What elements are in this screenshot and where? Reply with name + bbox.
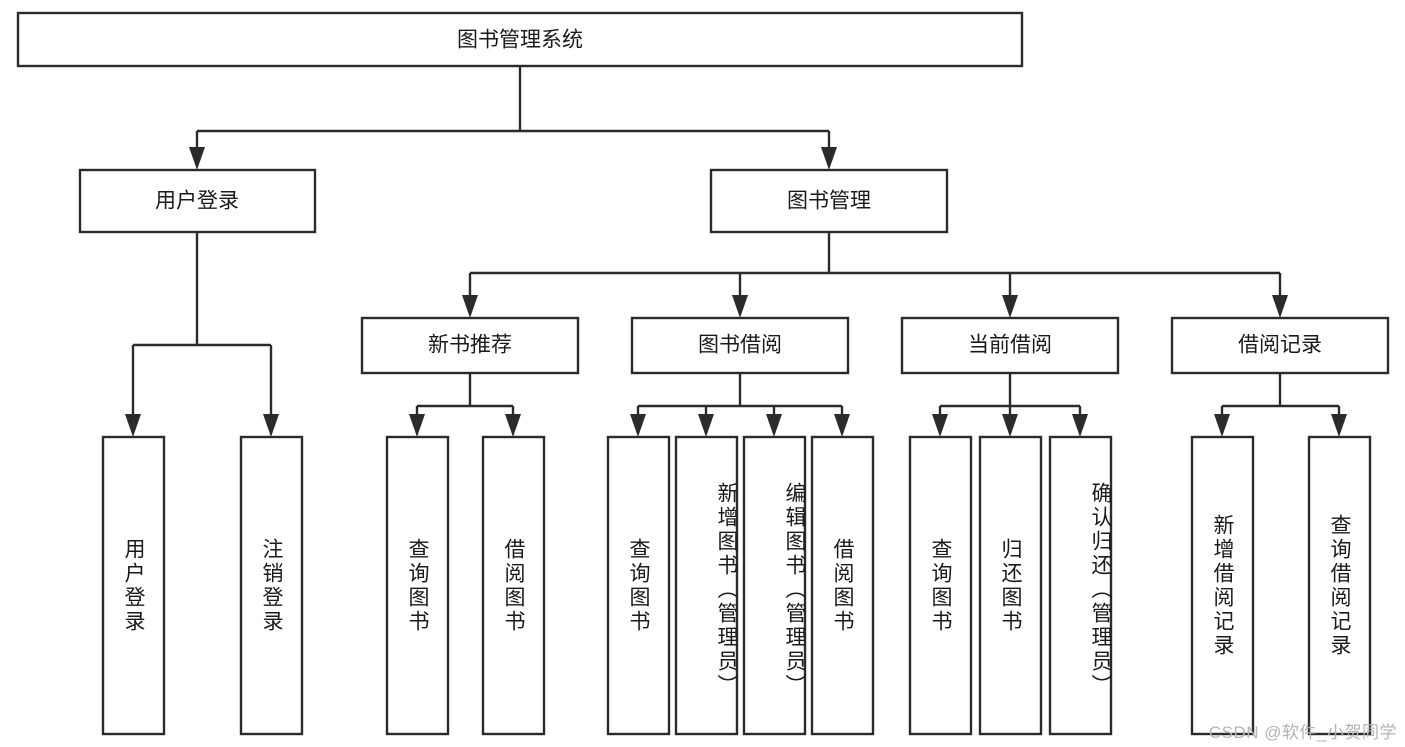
connector-group-user-login [125, 232, 279, 437]
arrowhead-current-leaf-2 [1002, 414, 1018, 437]
leaf-box-record-1[interactable] [1190, 435, 1255, 736]
arrowhead-book-to-l3-3 [1002, 295, 1018, 318]
arrowhead-newbook-leaf-2 [505, 414, 521, 437]
arrowhead-borrow-leaf-1 [630, 414, 646, 437]
arrowhead-current-leaf-1 [932, 414, 948, 437]
leaf-box-new-book-2[interactable] [481, 435, 546, 736]
connector-group-root [189, 66, 837, 170]
arrowhead-newbook-leaf-1 [409, 414, 425, 437]
leaf-box-borrow-2[interactable] [674, 435, 739, 736]
node-box-current-borrow[interactable] [900, 316, 1120, 375]
arrowhead-borrow-leaf-4 [834, 414, 850, 437]
arrowhead-borrow-leaf-3 [766, 414, 782, 437]
leaf-box-user-login-2[interactable] [239, 435, 304, 736]
arrowhead-book-to-l3-1 [462, 295, 478, 318]
leaf-box-borrow-4[interactable] [810, 435, 875, 736]
node-label-borrow-record: 借阅记录 [1238, 334, 1322, 357]
arrowhead-root-to-user [189, 147, 205, 170]
arrowhead-root-to-book [821, 147, 837, 170]
node-box-book-manage[interactable] [709, 168, 949, 234]
node-label-book-manage: 图书管理 [787, 190, 871, 213]
node-box-borrow-record[interactable] [1170, 316, 1390, 375]
node-box-book-borrow[interactable] [630, 316, 850, 375]
leaf-box-borrow-1[interactable] [606, 435, 671, 736]
leaf-box-borrow-3[interactable] [742, 435, 807, 736]
connector-group-book-manage [462, 232, 1288, 318]
arrowhead-record-leaf-1 [1214, 414, 1230, 437]
arrowhead-borrow-leaf-2 [698, 414, 714, 437]
connector-group-borrow-record [1214, 373, 1347, 437]
arrowhead-book-to-l3-4 [1272, 295, 1288, 318]
connector-group-book-borrow [630, 373, 850, 437]
arrowhead-user-leaf-2 [263, 414, 279, 437]
node-label-user-login: 用户登录 [155, 190, 239, 213]
arrowhead-book-to-l3-2 [732, 295, 748, 318]
node-box-user-login[interactable] [78, 168, 317, 234]
leaf-box-current-3[interactable] [1048, 435, 1113, 736]
node-label-root: 图书管理系统 [457, 29, 583, 52]
node-label-new-book-recommend: 新书推荐 [428, 334, 512, 357]
watermark-text: CSDN @软件_小贺同学 [1208, 723, 1397, 742]
connector-group-current-borrow [932, 373, 1088, 437]
leaf-box-current-2[interactable] [978, 435, 1043, 736]
leaf-box-new-book-1[interactable] [385, 435, 450, 736]
arrowhead-current-leaf-3 [1072, 414, 1088, 437]
node-label-book-borrow: 图书借阅 [698, 334, 782, 357]
leaf-box-current-1[interactable] [908, 435, 973, 736]
leaf-box-record-2[interactable] [1307, 435, 1372, 736]
leaf-box-user-login-1[interactable] [101, 435, 166, 736]
arrowhead-user-leaf-1 [125, 414, 141, 437]
arrowhead-record-leaf-2 [1331, 414, 1347, 437]
node-box-new-book-recommend[interactable] [360, 316, 580, 375]
connector-group-new-book [409, 373, 521, 437]
node-label-current-borrow: 当前借阅 [968, 334, 1052, 357]
node-box-root[interactable] [16, 11, 1024, 68]
